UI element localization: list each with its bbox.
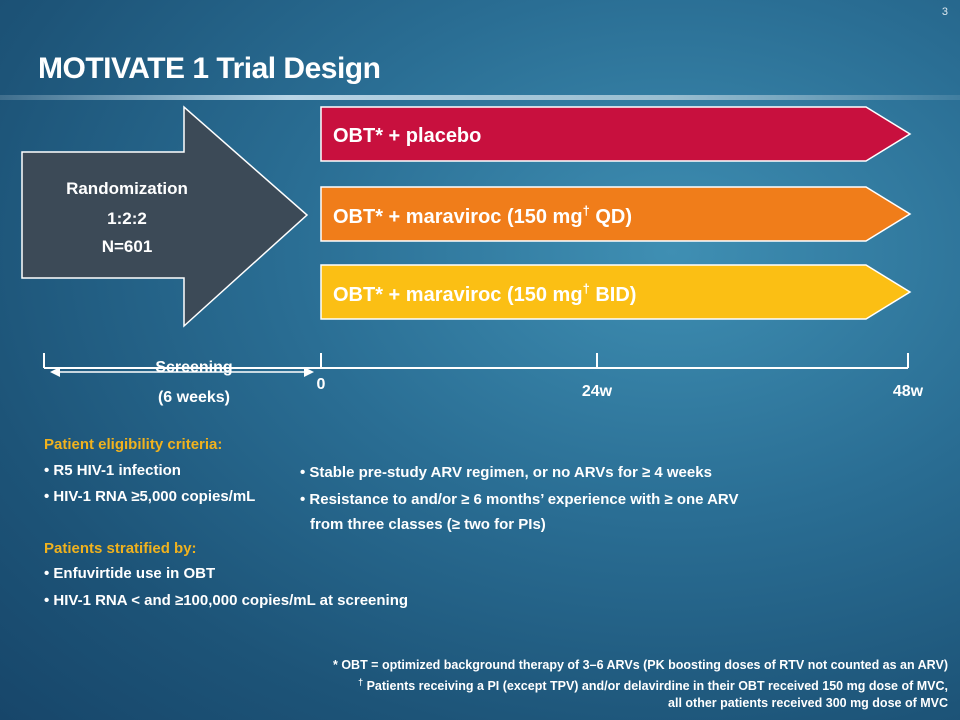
- trial-design-diagram: Randomization 1:2:2 N=601 OBT* + placebo…: [21, 105, 924, 406]
- arm-placebo-label: OBT* + placebo: [333, 125, 481, 147]
- eligibility-heading: Patient eligibility criteria:: [44, 436, 223, 453]
- footnote-dose-cont: all other patients received 300 mg dose …: [668, 696, 948, 710]
- timeline-label-0: 0: [317, 376, 326, 393]
- arm-maraviroc-bid-label: OBT* + maraviroc (150 mg† BID): [333, 281, 636, 306]
- eligibility-item-resistance-cont: from three classes (≥ two for PIs): [310, 516, 546, 533]
- randomization-ratio: 1:2:2: [107, 209, 147, 228]
- arm-maraviroc-qd-arrow: [320, 186, 912, 242]
- randomization-label: Randomization: [66, 179, 188, 198]
- timeline-label-48w: 48w: [893, 383, 924, 400]
- footnote-dagger: †: [358, 677, 364, 687]
- screening-arrow-right-head: [304, 367, 314, 377]
- stratified-item-rna: • HIV-1 RNA < and ≥100,000 copies/mL at …: [44, 592, 409, 609]
- arm-maraviroc-bid-arrow: [320, 264, 912, 320]
- arm-placebo-arrow: [320, 106, 912, 162]
- randomization-n: N=601: [102, 237, 153, 256]
- eligibility-item-resistance: • Resistance to and/or ≥ 6 months’ exper…: [300, 491, 739, 508]
- footnote-dose: † Patients receiving a PI (except TPV) a…: [358, 677, 948, 693]
- eligibility-item-stable-regimen: • Stable pre-study ARV regimen, or no AR…: [300, 464, 712, 481]
- screening-duration: (6 weeks): [158, 389, 230, 406]
- page-title: MOTIVATE 1 Trial Design: [38, 52, 381, 85]
- stratified-item-enfuvirtide: • Enfuvirtide use in OBT: [44, 565, 216, 582]
- slide-number: 3: [941, 6, 948, 18]
- footnote-dose-text: Patients receiving a PI (except TPV) and…: [363, 679, 948, 694]
- eligibility-item-rna: • HIV-1 RNA ≥5,000 copies/mL: [44, 488, 256, 505]
- arm-maraviroc-qd-label: OBT* + maraviroc (150 mg† QD): [333, 203, 632, 228]
- timeline-label-24w: 24w: [582, 383, 613, 400]
- eligibility-item-r5: • R5 HIV-1 infection: [44, 462, 181, 479]
- title-divider: [0, 95, 960, 100]
- randomization-arrow: [21, 105, 309, 328]
- footnote-obt: * OBT = optimized background therapy of …: [332, 658, 948, 672]
- screening-arrow-left-head: [50, 367, 60, 377]
- screening-label: Screening: [155, 359, 232, 376]
- stratified-heading: Patients stratified by:: [44, 540, 197, 557]
